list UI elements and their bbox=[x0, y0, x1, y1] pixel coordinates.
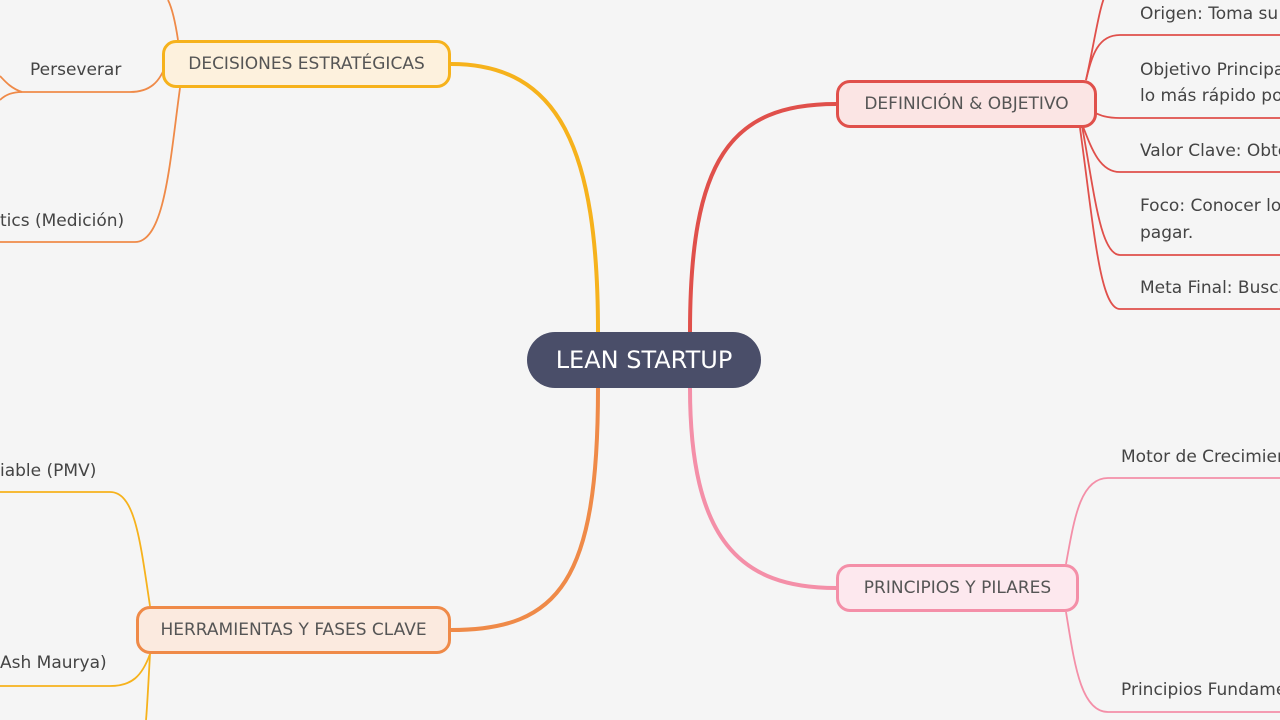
connector-decisiones-tics bbox=[0, 87, 181, 243]
leaf-foco-line2[interactable]: pagar. bbox=[1140, 223, 1194, 243]
leaf-valor-clave[interactable]: Valor Clave: Obte bbox=[1140, 141, 1280, 161]
branch-label: DEFINICIÓN & OBJETIVO bbox=[864, 94, 1069, 114]
leaf-origen[interactable]: Origen: Toma su bbox=[1140, 4, 1279, 24]
central-topic-label: LEAN STARTUP bbox=[555, 346, 733, 374]
branch-herramientas-fases[interactable]: HERRAMIENTAS Y FASES CLAVE bbox=[136, 606, 451, 654]
connector-def-valor bbox=[1081, 123, 1280, 173]
connector-her-pmv bbox=[0, 491, 151, 607]
connector-center-definicion bbox=[688, 102, 837, 333]
connector-decisiones-persev-top bbox=[0, 75, 23, 93]
connector-pri-principios bbox=[1065, 611, 1280, 713]
branch-decisiones-estrategicas[interactable]: DECISIONES ESTRATÉGICAS bbox=[162, 40, 451, 88]
branch-label: HERRAMIENTAS Y FASES CLAVE bbox=[160, 620, 427, 640]
central-topic[interactable]: LEAN STARTUP bbox=[527, 332, 761, 388]
leaf-metrics-medicion[interactable]: tics (Medición) bbox=[0, 211, 125, 231]
leaf-motor-crecimiento[interactable]: Motor de Crecimier bbox=[1121, 447, 1280, 467]
leaf-objetivo-principal[interactable]: Objetivo Principa bbox=[1140, 60, 1280, 80]
connector-def-origen-line bbox=[1085, 34, 1280, 81]
leaf-meta-final[interactable]: Meta Final: Busca bbox=[1140, 278, 1280, 298]
connector-def-foco bbox=[1081, 125, 1280, 256]
leaf-pmv[interactable]: iable (PMV) bbox=[0, 461, 97, 481]
connector-center-herramientas bbox=[450, 387, 600, 632]
connector-decisiones-perseverar bbox=[0, 63, 167, 101]
connector-center-decisiones bbox=[450, 62, 600, 333]
connector-pri-motor bbox=[1065, 477, 1280, 565]
connector-def-objetivo bbox=[1087, 109, 1280, 119]
connector-center-principios bbox=[688, 387, 837, 590]
connector-def-meta bbox=[1079, 127, 1280, 310]
leaf-perseverar[interactable]: Perseverar bbox=[30, 60, 122, 80]
connector-her-bottom bbox=[145, 653, 151, 720]
connector-decisiones-top bbox=[167, 0, 179, 41]
leaf-objetivo-principal-line2[interactable]: lo más rápido po bbox=[1140, 86, 1280, 106]
leaf-foco[interactable]: Foco: Conocer lo bbox=[1140, 196, 1280, 216]
connector-her-ash bbox=[0, 653, 151, 687]
branch-label: PRINCIPIOS Y PILARES bbox=[863, 578, 1052, 598]
leaf-ash-maurya[interactable]: Ash Maurya) bbox=[0, 653, 107, 673]
leaf-principios-fundamentales[interactable]: Principios Fundame bbox=[1121, 680, 1280, 700]
branch-definicion-objetivo[interactable]: DEFINICIÓN & OBJETIVO bbox=[836, 80, 1097, 128]
branch-label: DECISIONES ESTRATÉGICAS bbox=[188, 54, 425, 74]
branch-principios-pilares[interactable]: PRINCIPIOS Y PILARES bbox=[836, 564, 1079, 612]
